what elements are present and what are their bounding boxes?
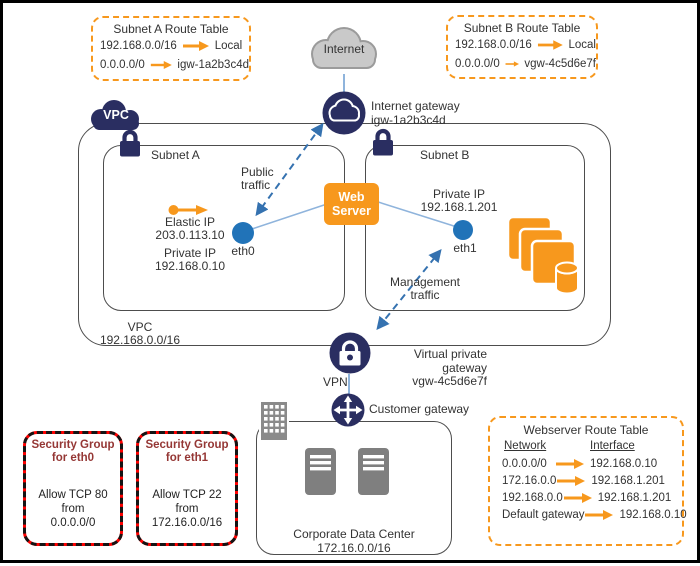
subnet-a-label: Subnet A bbox=[151, 148, 200, 162]
route-arrow-icon bbox=[585, 509, 614, 520]
subnet-b-route-table: Subnet B Route Table 192.168.0.0/16 Loca… bbox=[446, 15, 598, 79]
route-row: 0.0.0.0/0 vgw-4c5d6e7f bbox=[455, 57, 596, 70]
subnet-b-box bbox=[365, 145, 585, 311]
internet-cloud: Internet bbox=[303, 25, 385, 77]
webserver-route-table-title: Webserver Route Table bbox=[523, 423, 649, 437]
internet-label: Internet bbox=[323, 42, 365, 56]
connector-layer bbox=[248, 74, 458, 395]
subnet-a-lock-icon bbox=[120, 129, 140, 157]
security-group-eth1-title: Security Group for eth1 bbox=[145, 439, 229, 464]
col-interface: Interface bbox=[590, 440, 635, 452]
route-row: 192.168.0.0/16 Local bbox=[100, 39, 243, 52]
management-traffic-arrow bbox=[376, 248, 442, 331]
security-group-eth1: Security Group for eth1 Allow TCP 22 fro… bbox=[136, 431, 238, 546]
route-row: 0.0.0.0/0 192.168.0.10 bbox=[502, 457, 658, 470]
web-server: Web Server bbox=[324, 183, 379, 225]
virtual-private-gateway-icon bbox=[329, 332, 371, 374]
internet-gateway-label: Internet gateway igw-1a2b3c4d bbox=[371, 99, 460, 127]
route-arrow-icon bbox=[182, 40, 209, 51]
vpc-footer-label: VPC 192.168.0.0/16 bbox=[99, 320, 181, 347]
route-row: Default gateway 192.168.0.10 bbox=[502, 508, 687, 521]
subnet-b-label: Subnet B bbox=[420, 148, 470, 162]
route-row: 172.16.0.0 192.168.1.201 bbox=[502, 474, 665, 487]
route-row: 192.168.0.0 192.168.1.201 bbox=[502, 491, 672, 504]
elastic-ip-label: Elastic IP 203.0.113.10 bbox=[155, 215, 225, 242]
subnet-b-route-table-title: Subnet B Route Table bbox=[463, 21, 581, 35]
management-traffic-label: Management traffic bbox=[389, 275, 461, 302]
route-arrow-icon bbox=[563, 492, 592, 503]
subnet-b-lock-icon bbox=[373, 128, 393, 156]
route-arrow-icon bbox=[557, 475, 586, 486]
eth0-label: eth0 bbox=[231, 244, 255, 258]
elastic-ip-arrow-icon bbox=[168, 205, 208, 215]
route-arrow-icon bbox=[150, 60, 172, 69]
eth0-dot bbox=[232, 222, 254, 244]
customer-gateway-label: Customer gateway bbox=[369, 402, 470, 416]
vpc-cloud-icon bbox=[91, 100, 139, 130]
subnet-a-box bbox=[103, 145, 345, 311]
webserver-route-table-header: Network Interface bbox=[490, 437, 682, 455]
public-traffic-arrow bbox=[255, 122, 324, 217]
route-arrow-icon bbox=[505, 60, 519, 67]
vpn-label: VPN bbox=[323, 375, 348, 389]
private-ip-b-label: Private IP 192.168.1.201 bbox=[420, 187, 498, 214]
col-network: Network bbox=[504, 440, 547, 452]
eth1-dot bbox=[453, 220, 473, 240]
internet-gateway-icon bbox=[322, 91, 366, 135]
eth1-label: eth1 bbox=[453, 241, 477, 255]
security-group-eth1-rule: Allow TCP 22 from 172.16.0.0/16 bbox=[151, 489, 223, 529]
vpc-badge-label: VPC bbox=[103, 108, 129, 122]
route-arrow-icon bbox=[537, 39, 563, 50]
server-icon bbox=[305, 448, 336, 495]
web-server-label: Web Server bbox=[332, 190, 371, 218]
virtual-private-gateway-label: Virtual private gateway vgw-4c5d6e7f bbox=[412, 347, 487, 388]
building-icon bbox=[259, 400, 289, 442]
public-traffic-label: Public traffic bbox=[241, 165, 274, 192]
server-icon bbox=[358, 448, 389, 495]
wire-webserver-to-eth1 bbox=[374, 200, 458, 228]
route-row: 0.0.0.0/0 igw-1a2b3c4d bbox=[100, 58, 249, 71]
app-stack-icon bbox=[506, 215, 579, 295]
private-ip-a-label: Private IP 192.168.0.10 bbox=[154, 246, 226, 273]
vpc-badge: VPC bbox=[89, 99, 143, 133]
security-group-eth0-title: Security Group for eth0 bbox=[31, 439, 115, 464]
customer-gateway-icon bbox=[331, 393, 365, 427]
route-row: 192.168.0.0/16 Local bbox=[455, 38, 596, 51]
security-group-eth0: Security Group for eth0 Allow TCP 80 fro… bbox=[23, 431, 123, 546]
db-cylinder-icon bbox=[555, 261, 579, 295]
corporate-data-center-label: Corporate Data Center 172.16.0.0/16 bbox=[293, 527, 415, 555]
security-group-eth0-rule: Allow TCP 80 from 0.0.0.0/0 bbox=[38, 489, 108, 529]
webserver-route-table: Webserver Route Table Network Interface … bbox=[488, 416, 687, 546]
subnet-a-route-table-title: Subnet A Route Table bbox=[113, 22, 229, 36]
subnet-a-route-table: Subnet A Route Table 192.168.0.0/16 Loca… bbox=[91, 16, 251, 81]
route-arrow-icon bbox=[556, 458, 584, 469]
